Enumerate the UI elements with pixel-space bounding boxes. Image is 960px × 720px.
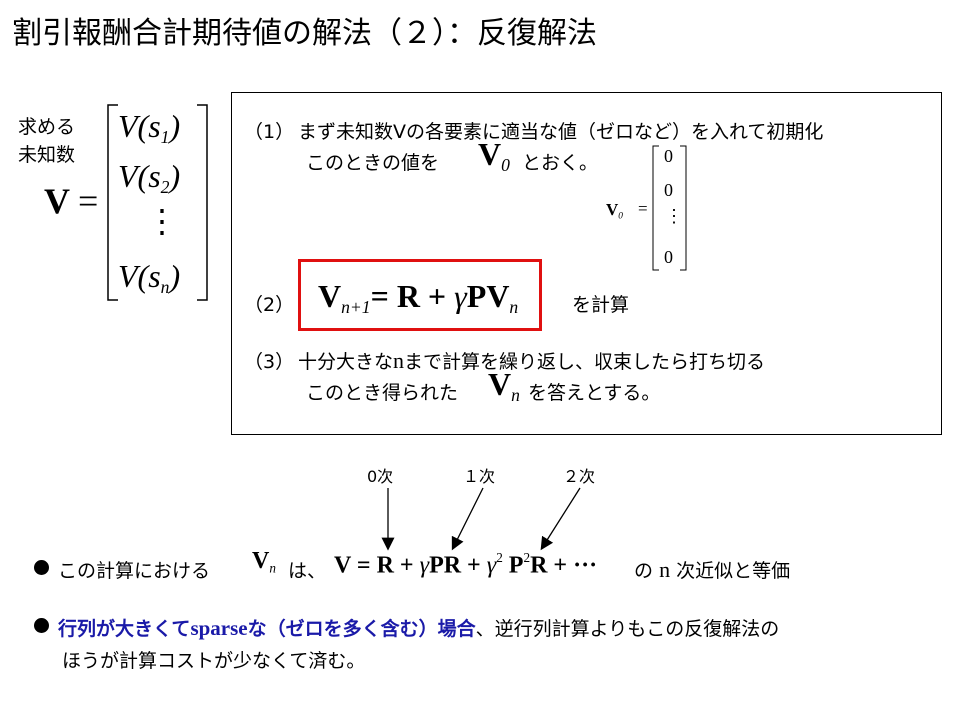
step2-number: （2）: [244, 294, 295, 316]
step1-text: まず未知数Vの各要素に適当な値（ゼロなど）を入れて初期化: [298, 121, 824, 143]
unknown-label-line2: 未知数: [18, 144, 76, 166]
bullet1-post: の n 次近似と等価: [634, 557, 791, 582]
bullet2-line2: ほうが計算コストが少なくて済む。: [62, 650, 366, 672]
bullet-1-dot: [34, 560, 49, 575]
step3-line1: 十分大きなnまで計算を繰り返し、収束したら打ち切る: [298, 348, 766, 373]
step2-highlight-box: [298, 259, 542, 331]
bullet1-mid: は、: [288, 560, 327, 582]
v0-vdots: ⋮: [665, 206, 683, 226]
v0-matrix-brackets: [652, 145, 687, 271]
bullet1-series: V = R + γPR + γ2 P2R + ···: [334, 550, 598, 579]
v0-entry-1: 0: [664, 146, 673, 166]
order-arrows: [381, 487, 581, 551]
vector-v-eq: =: [78, 181, 99, 221]
arrow-1st-order: [451, 487, 484, 551]
order-label-2: ２次: [563, 467, 596, 486]
order-label-0: 0次: [367, 467, 394, 486]
unknown-label-line1: 求める: [18, 116, 76, 138]
vector-v-entry-2: V(s2): [118, 158, 181, 198]
step2-equation: Vn+1= R + γPVn: [318, 278, 519, 318]
bullet-2-dot: [34, 618, 49, 633]
vector-v-entry-1: V(s1): [118, 108, 181, 148]
vector-v-lhs: V: [44, 181, 70, 221]
step1-line2-pre: このときの値を: [306, 152, 440, 174]
step1-v0-symbol: V0: [478, 136, 510, 176]
step1-line2-post: とおく。: [522, 152, 599, 174]
steps-box: [231, 92, 942, 435]
step3-line2-post: を答えとする。: [528, 382, 661, 404]
step3-vn-symbol: Vn: [488, 366, 520, 406]
vector-v-entry-n: V(sn): [118, 258, 181, 298]
vector-v-vdots: ⋮: [146, 203, 178, 239]
page-title: 割引報酬合計期待値の解法（２）：反復解法: [12, 16, 597, 51]
bullet1-vn-symbol: Vn: [252, 548, 276, 576]
v0-matrix-lhs: V0: [606, 200, 623, 222]
bullet2-line1: 行列が大きくてsparseな（ゼロを多く含む）場合、逆行列計算よりもこの反復解法…: [58, 616, 780, 640]
v0-matrix-eq: =: [638, 199, 648, 218]
step3-line2-pre: このとき得られた: [306, 382, 459, 404]
step3-number: （3）: [244, 351, 295, 373]
bullet1-pre: この計算における: [58, 560, 211, 582]
arrow-2nd-order: [540, 487, 581, 551]
v0-entry-n: 0: [664, 247, 673, 267]
step1-number: （1）: [244, 121, 295, 143]
step2-post: を計算: [572, 294, 630, 316]
v0-entry-2: 0: [664, 180, 673, 200]
vector-v-brackets: [107, 104, 208, 301]
order-label-1: １次: [463, 467, 496, 486]
